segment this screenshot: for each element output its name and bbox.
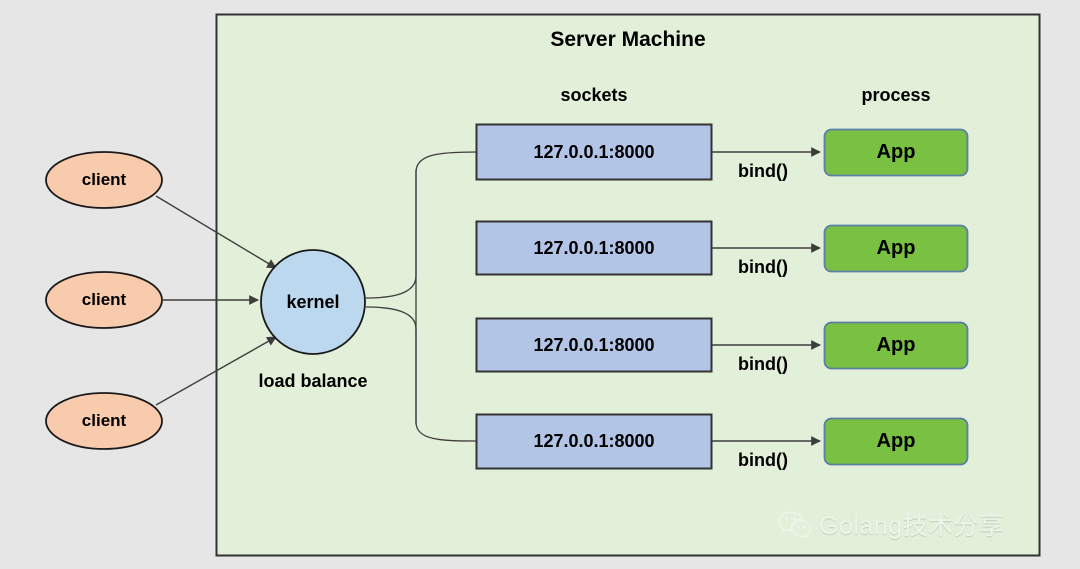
edge-client1-kernel [155, 195, 277, 269]
app-box-2[interactable] [823, 224, 969, 273]
bind-label-2: bind() [738, 257, 788, 277]
client-node-2[interactable] [45, 271, 163, 329]
kernel-node[interactable] [260, 249, 366, 355]
edge-client3-kernel [155, 336, 277, 406]
column-heading-process: process [861, 85, 931, 105]
socket-box-3[interactable] [475, 317, 713, 373]
column-heading-sockets: sockets [560, 85, 628, 105]
server-machine-title: Server Machine [550, 28, 706, 51]
app-box-1[interactable] [823, 128, 969, 177]
socket-box-4[interactable] [475, 413, 713, 470]
client-node-3[interactable] [45, 392, 163, 450]
socket-box-2[interactable] [475, 220, 713, 276]
app-box-4[interactable] [823, 417, 969, 466]
load-balance-caption: load balance [258, 371, 368, 391]
socket-box-1[interactable] [475, 123, 713, 181]
bind-label-1: bind() [738, 161, 788, 181]
bind-label-4: bind() [738, 450, 788, 470]
app-box-3[interactable] [823, 321, 969, 370]
client-node-1[interactable] [45, 151, 163, 209]
bind-label-3: bind() [738, 354, 788, 374]
